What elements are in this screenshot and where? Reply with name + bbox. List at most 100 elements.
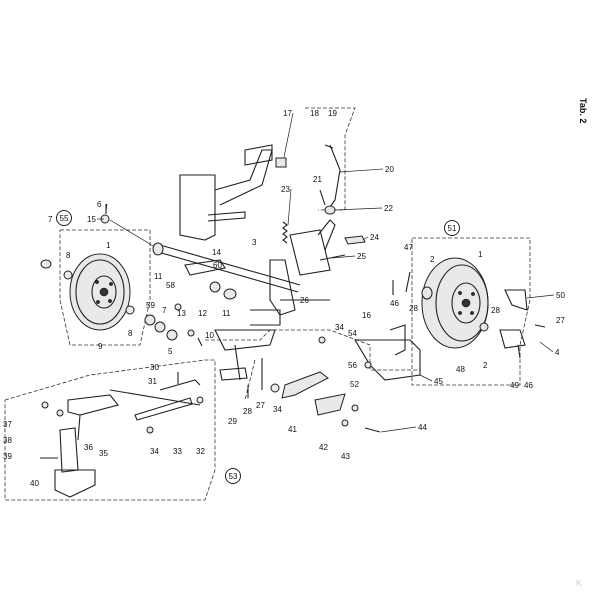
- callout-54: 54: [348, 329, 357, 338]
- group-label-53: 53: [229, 472, 238, 481]
- central-frame: [152, 144, 346, 381]
- callout-5: 5: [168, 347, 173, 356]
- callout-42: 42: [319, 443, 328, 452]
- collar-58: [209, 281, 221, 293]
- callout-28-2: 28: [409, 304, 418, 313]
- leader-25: [331, 255, 356, 259]
- bushing-8: [63, 270, 73, 280]
- lever-assembly: [275, 144, 341, 215]
- nut-13: [174, 303, 182, 311]
- callout-29: 29: [228, 417, 237, 426]
- callout-46: 46: [390, 299, 399, 308]
- callout-39: 39: [3, 452, 12, 461]
- callout-34-2: 34: [273, 405, 282, 414]
- callout-56: 56: [348, 361, 357, 370]
- callout-58: 58: [166, 281, 175, 290]
- callout-8-2: 8: [128, 329, 133, 338]
- table-title: Tab. 2: [578, 98, 588, 123]
- callout-59: 59: [146, 301, 155, 310]
- bracket-50: [504, 289, 528, 311]
- callout-47: 47: [404, 243, 413, 252]
- callout-36: 36: [84, 443, 93, 452]
- callout-19: 19: [328, 109, 337, 118]
- leader-20: [339, 168, 384, 173]
- callout-30: 30: [150, 363, 159, 372]
- callout-7: 7: [48, 215, 53, 224]
- bracket-16: [389, 324, 406, 356]
- callout-38: 38: [3, 436, 12, 445]
- callout-17: 17: [283, 109, 292, 118]
- group-label-51: 51: [448, 224, 457, 233]
- leader-44: [380, 426, 417, 433]
- group-label-55: 55: [60, 214, 69, 223]
- group-boundary-frame: [205, 329, 420, 371]
- leader-line: [244, 359, 256, 401]
- bracket-49: [499, 329, 526, 349]
- collar-11: [223, 288, 237, 300]
- nut-52: [351, 404, 359, 412]
- spring-23: [282, 221, 288, 244]
- cap-7: [40, 259, 52, 269]
- leader-4: [539, 341, 554, 353]
- bushing-7b: [154, 321, 166, 333]
- callout-46-2: 46: [524, 381, 533, 390]
- callout-43: 43: [341, 452, 350, 461]
- callout-24: 24: [370, 233, 379, 242]
- callout-16: 16: [362, 311, 371, 320]
- group-circle-55: [56, 210, 72, 226]
- callout-60: 60: [213, 261, 222, 270]
- callout-3: 3: [252, 238, 257, 247]
- washer-5: [166, 329, 178, 341]
- callout-26: 26: [300, 296, 309, 305]
- callout-27-2: 27: [556, 316, 565, 325]
- mount-45: [354, 339, 421, 381]
- callout-25: 25: [357, 252, 366, 261]
- nut-43: [341, 419, 349, 427]
- callout-28-3: 28: [491, 306, 500, 315]
- callout-2-2: 2: [483, 361, 488, 370]
- callout-34-3: 34: [335, 323, 344, 332]
- callout-37: 37: [3, 420, 12, 429]
- callout-22: 22: [384, 204, 393, 213]
- bushing-8b: [125, 305, 135, 315]
- nut-59: [144, 314, 156, 326]
- callout-15: 15: [87, 215, 96, 224]
- callout-23: 23: [281, 185, 290, 194]
- nut-34b: [146, 426, 154, 434]
- callout-28: 28: [243, 407, 252, 416]
- group-circle-53: [225, 468, 241, 484]
- callout-34: 34: [150, 447, 159, 456]
- callout-6: 6: [97, 200, 102, 209]
- callout-27: 27: [256, 401, 265, 410]
- nut-32: [196, 396, 204, 404]
- callout-4: 4: [555, 348, 560, 357]
- callout-44: 44: [418, 423, 427, 432]
- callout-41: 41: [288, 425, 297, 434]
- leader-17: [283, 112, 294, 158]
- callout-35: 35: [99, 449, 108, 458]
- callout-32: 32: [196, 447, 205, 456]
- washer-34b: [318, 336, 326, 344]
- callout-40: 40: [30, 479, 39, 488]
- bolt-37: [41, 401, 49, 409]
- callout-1: 1: [106, 241, 111, 250]
- group-boundary-51: [411, 237, 531, 386]
- pin-10: [197, 337, 203, 347]
- scraper-42: [314, 393, 346, 416]
- callout-14: 14: [212, 248, 221, 257]
- callout-33: 33: [173, 447, 182, 456]
- callout-8: 8: [66, 251, 71, 260]
- left-wheel: [69, 253, 131, 331]
- group-boundary-55: [59, 229, 151, 346]
- leader-23: [287, 188, 292, 226]
- nut-56: [364, 361, 372, 369]
- callout-7-2: 7: [162, 306, 167, 315]
- bracket-29: [219, 367, 248, 381]
- washer-38: [56, 409, 64, 417]
- pin-27b: [534, 324, 546, 328]
- bolt-46b: [517, 344, 521, 359]
- bearing-2: [421, 286, 433, 300]
